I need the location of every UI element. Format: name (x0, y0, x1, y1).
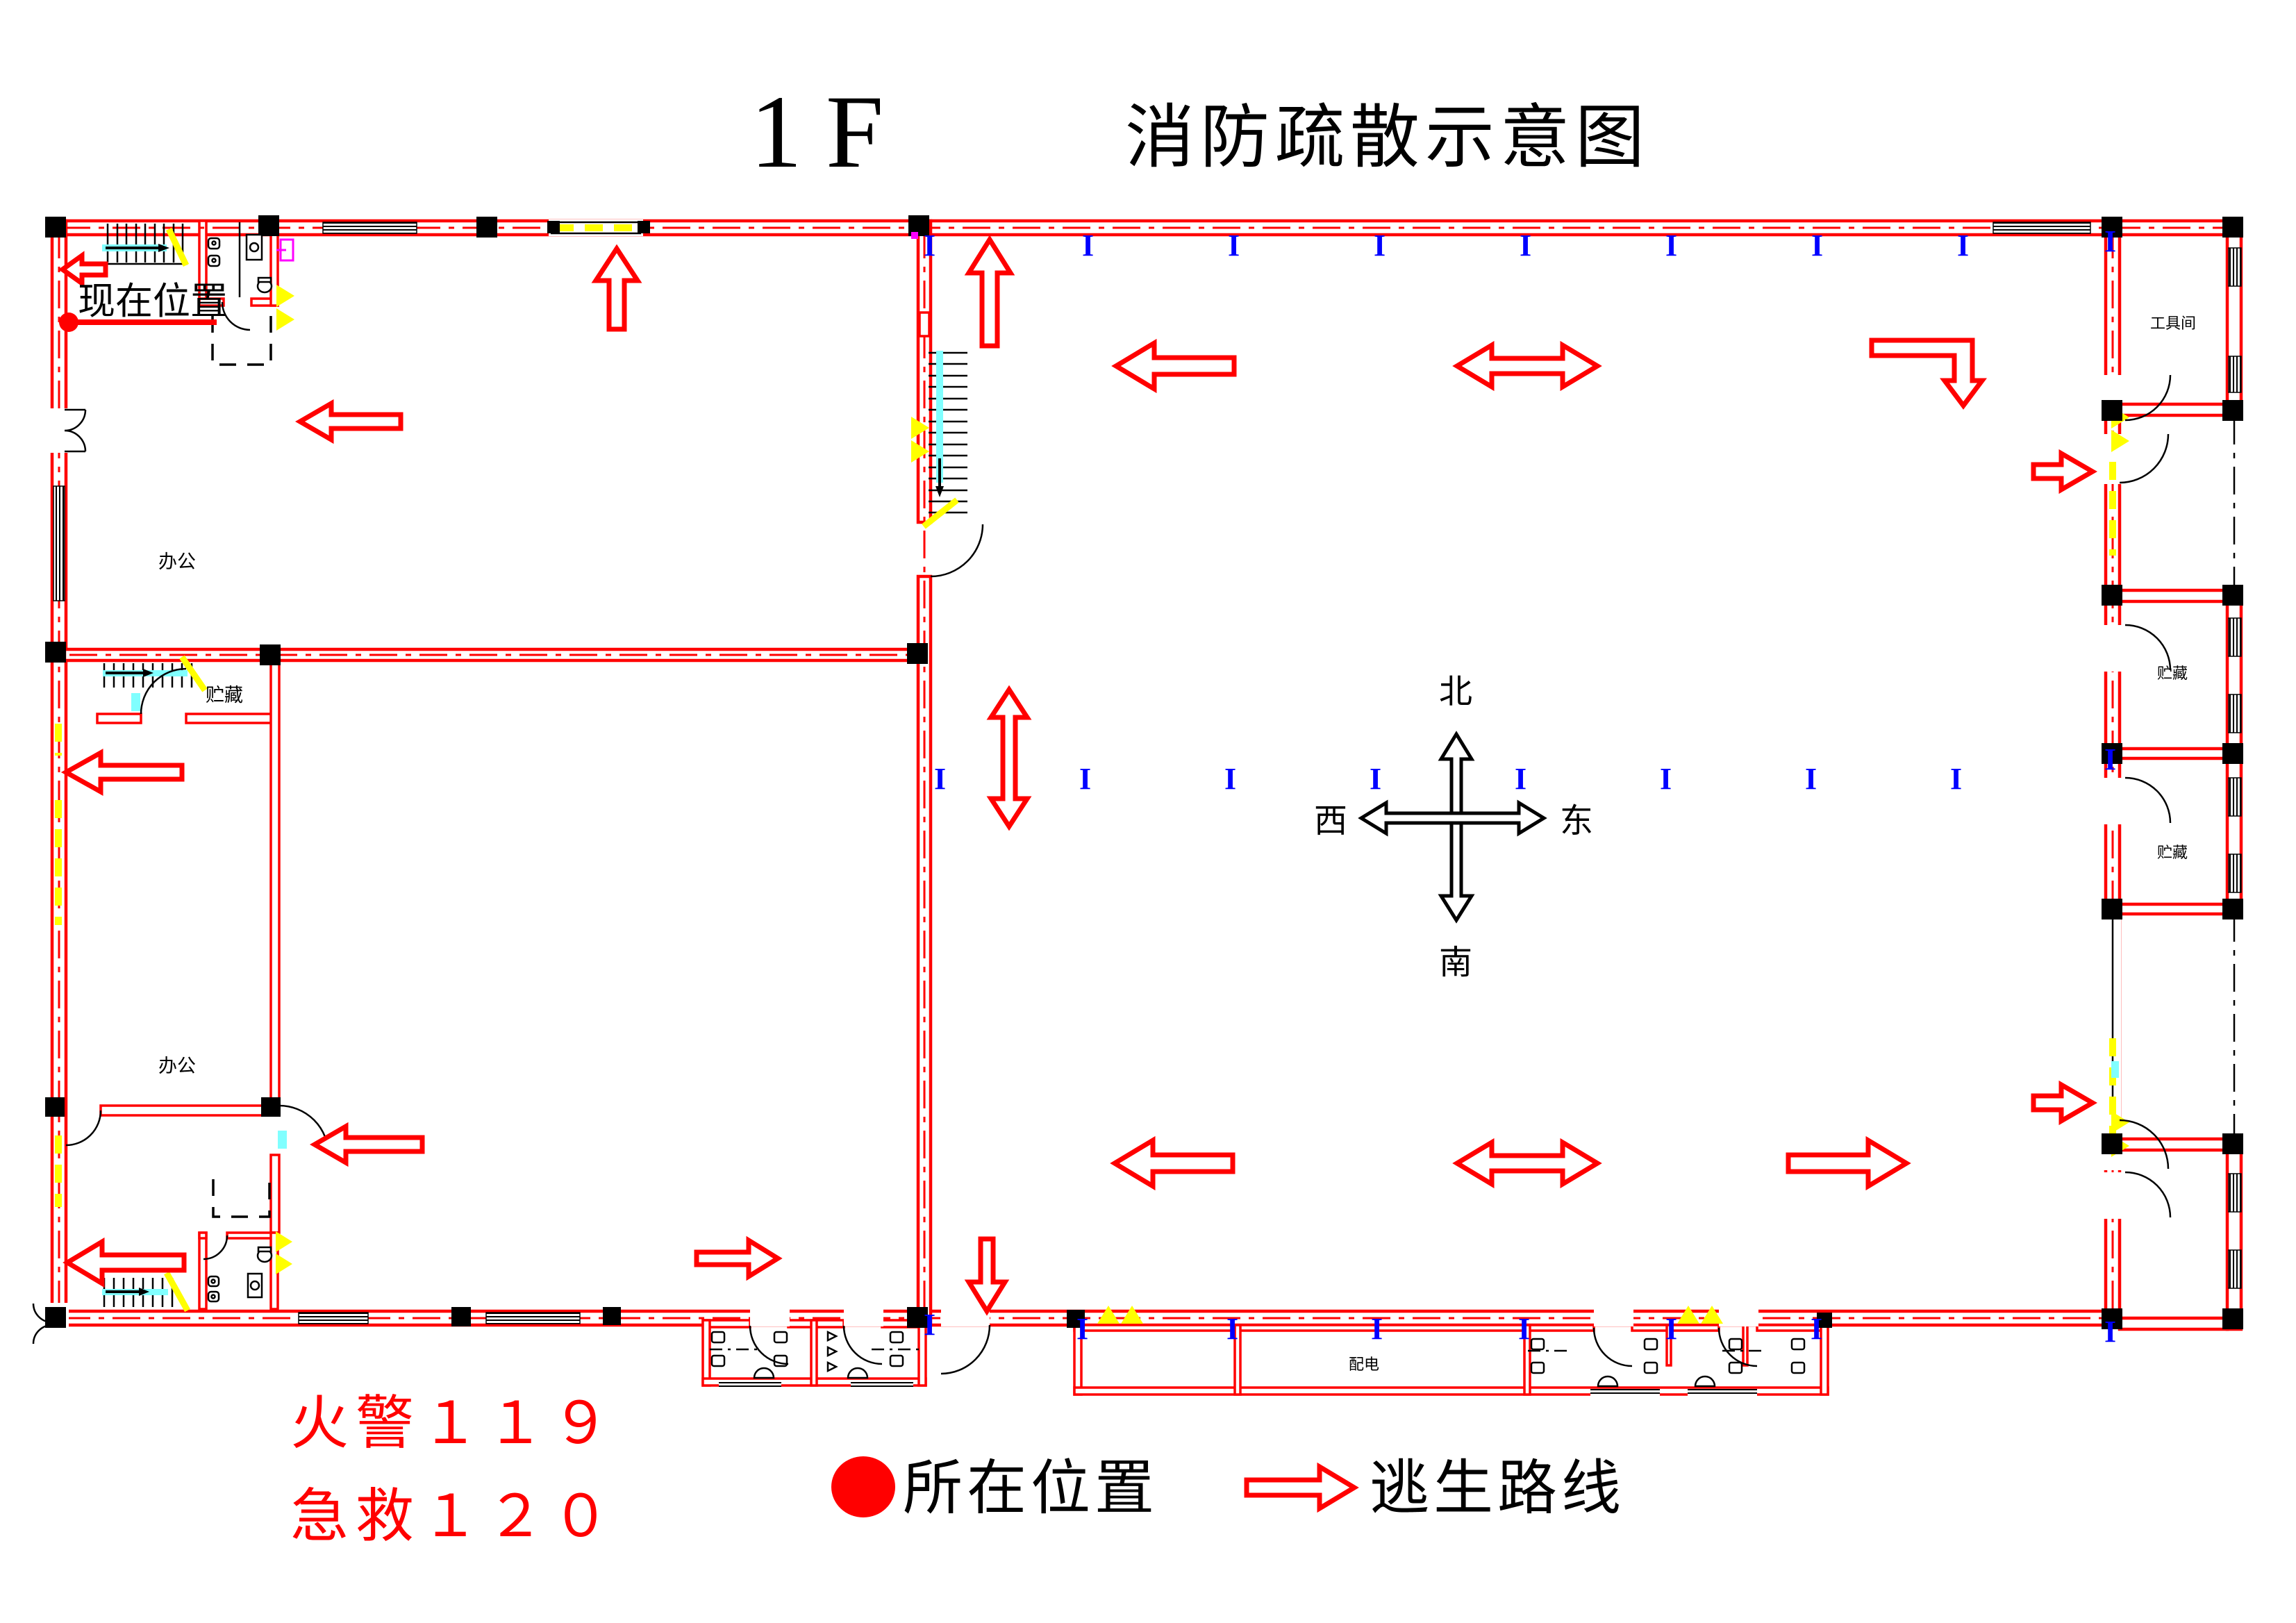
column-marker: I (1520, 228, 1531, 263)
legend-route-arrow-icon (1244, 1462, 1359, 1513)
dashed-partitions (211, 316, 272, 1218)
column-marker: I (1665, 1312, 1677, 1346)
legend-route-label: 逃生路线 (1370, 1455, 1625, 1522)
column-marker: I (1371, 1312, 1383, 1346)
column-marker: I (2104, 224, 2116, 258)
column-markers: I I I I I I I I I I I I I I I I I I I I … (924, 224, 2116, 1349)
column-marker: I (1957, 228, 1969, 263)
legend-location-label: 所在位置 (903, 1455, 1158, 1522)
staircase-top-left (102, 224, 190, 267)
column-marker: I (924, 1308, 935, 1342)
escape-arrow-down-icon (964, 1236, 1010, 1316)
fire-hydrant-box (276, 232, 918, 262)
escape-arrow-left-icon (310, 1122, 425, 1167)
windows (53, 222, 2242, 1396)
escape-arrow-left-icon (58, 251, 108, 288)
staircase-bottom-left (102, 1271, 190, 1313)
room-label-storage-mid: 贮藏 (206, 685, 243, 706)
floor-label: 1F (750, 74, 907, 190)
compass-icon (1358, 731, 1547, 924)
column-marker: I (1518, 1312, 1530, 1346)
column-marker: I (1079, 762, 1091, 796)
page-title: 消防疏散示意图 (1125, 99, 1650, 176)
compass-west-label: 西 (1314, 803, 1347, 840)
legend: 所在位置 逃生路线 (831, 1455, 1625, 1522)
escape-arrow-left-icon (1111, 338, 1237, 394)
column-marker: I (1665, 228, 1677, 263)
column-marker: I (1370, 762, 1381, 796)
walls (50, 219, 2243, 1396)
secondary-wall-lines (104, 221, 2236, 1139)
escape-arrow-left-icon (60, 749, 185, 796)
column-marker: I (1515, 762, 1526, 796)
current-position-marker (59, 313, 217, 332)
column-marker: I (1950, 762, 1962, 796)
sanitary-fixtures (207, 233, 1806, 1388)
escape-arrow-bent-down-icon (1869, 338, 1987, 410)
room-label-storage-right-2: 贮藏 (2157, 844, 2188, 861)
column-marker: I (1811, 228, 1823, 263)
escape-arrow-left-icon (295, 399, 404, 444)
compass-east-label: 东 (1560, 803, 1593, 840)
staircase-central (918, 311, 967, 529)
column-marker: I (1811, 1312, 1822, 1346)
column-marker: I (2104, 1315, 2116, 1349)
column-marker: I (934, 762, 946, 796)
escape-arrow-left-icon (1110, 1135, 1236, 1191)
current-location-label: 现在位置 (78, 281, 228, 322)
escape-arrow-right-icon (2031, 1080, 2097, 1126)
escape-arrow-double-v-icon (986, 685, 1032, 831)
structural-columns (45, 215, 2243, 1329)
staircase-mid-left (103, 655, 208, 692)
column-marker: I (1226, 1312, 1238, 1346)
compass-north-label: 北 (1439, 674, 1472, 710)
switch-marks (131, 693, 2119, 1149)
escape-arrow-left-icon (63, 1237, 187, 1288)
column-marker: I (1224, 762, 1236, 796)
room-label-office-top: 办公 (158, 551, 196, 572)
escape-arrow-right-icon (694, 1235, 783, 1281)
room-label-storage-right-1: 贮藏 (2157, 665, 2188, 682)
column-marker: I (2104, 742, 2116, 776)
evacuation-arrows (58, 235, 2097, 1316)
compass-south-label: 南 (1439, 944, 1472, 981)
escape-arrow-up-icon (964, 235, 1015, 349)
room-label-office-bottom: 办公 (158, 1056, 196, 1076)
medical-phone-label: 急救１２０ (290, 1485, 617, 1549)
fire-phone-label: 火警１１９ (290, 1392, 617, 1456)
column-marker: I (1228, 228, 1240, 263)
escape-arrow-double-h-icon (1452, 340, 1602, 392)
escape-arrow-up-icon (591, 244, 642, 332)
column-marker: I (1660, 762, 1672, 796)
column-marker: I (1082, 228, 1094, 263)
escape-arrow-right-icon (1786, 1135, 1911, 1191)
room-label-tool-room: 工具间 (2150, 315, 2196, 332)
escape-arrow-right-icon (2031, 449, 2097, 494)
room-label-power-room: 配电 (1349, 1356, 1379, 1373)
column-marker: I (1076, 1312, 1088, 1346)
escape-arrow-double-h-icon (1452, 1138, 1602, 1189)
column-marker: I (1805, 762, 1817, 796)
door-swings (32, 301, 2172, 1375)
column-marker: I (924, 228, 935, 263)
legend-location-dot (831, 1456, 895, 1517)
column-marker: I (1374, 228, 1386, 263)
